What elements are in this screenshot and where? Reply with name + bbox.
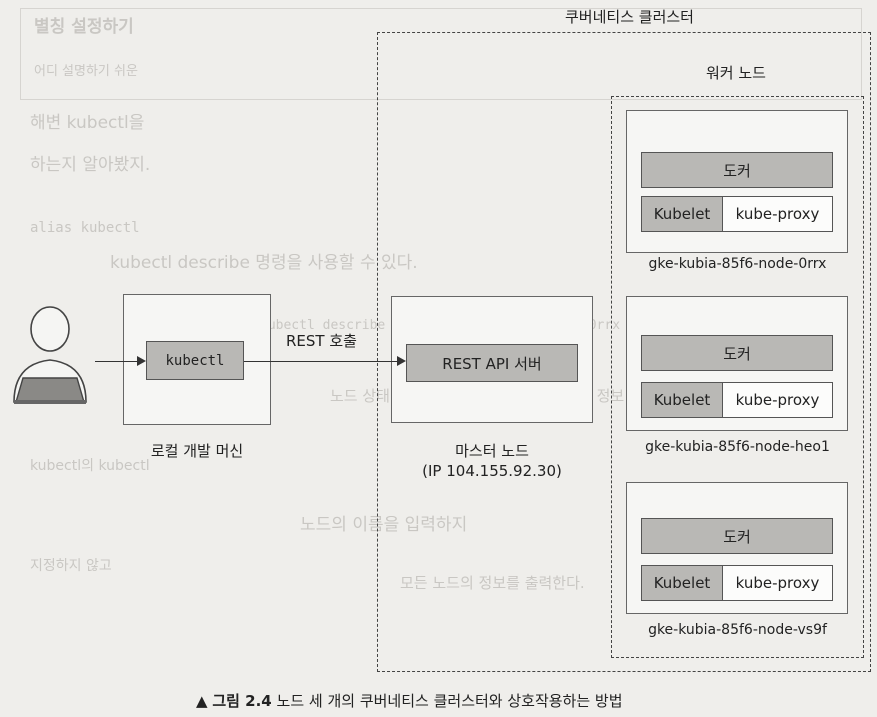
kubelet-component: Kubelet <box>641 565 723 601</box>
background-text: alias kubectl <box>30 220 140 236</box>
kubelet-component: Kubelet <box>641 196 723 232</box>
caption-text: 노드 세 개의 쿠버네티스 클러스터와 상호작용하는 방법 <box>276 692 623 710</box>
kube-proxy-component: kube-proxy <box>722 565 833 601</box>
figure-number: 그림 2.4 <box>212 692 272 710</box>
cluster-title: 쿠버네티스 클러스터 <box>565 8 694 26</box>
docker-component: 도커 <box>641 518 833 554</box>
triangle-up-icon: ▲ <box>196 692 208 710</box>
rest-api-server: REST API 서버 <box>406 344 578 382</box>
worker-group-title: 워커 노드 <box>706 64 766 82</box>
worker-nodes-group <box>611 96 864 658</box>
arrow-right-icon <box>397 356 406 366</box>
local-machine-label: 로컬 개발 머신 <box>150 442 244 460</box>
background-text: 어디 설명하기 쉬운 <box>34 64 138 79</box>
background-text: 노드의 이름을 입력하지 <box>300 515 468 535</box>
kubernetes-cluster <box>377 32 871 672</box>
worker-node-name: gke-kubia-85f6-node-heo1 <box>645 439 830 455</box>
docker-component: 도커 <box>641 152 833 188</box>
background-text: 지정하지 않고 <box>30 558 112 574</box>
arrow-right-icon <box>137 356 146 366</box>
background-text: 별칭 설정하기 <box>34 17 134 37</box>
master-node-ip: (IP 104.155.92.30) <box>422 462 562 480</box>
background-text: 하는지 알아봤지. <box>30 155 151 175</box>
kube-proxy-component: kube-proxy <box>722 382 833 418</box>
worker-node-name: gke-kubia-85f6-node-0rrx <box>648 256 827 272</box>
master-node-label: 마스터 노드 <box>455 442 529 460</box>
arrow-user-to-kubectl <box>95 361 137 362</box>
kubelet-component: Kubelet <box>641 382 723 418</box>
background-text: 해변 kubectl을 <box>30 113 145 133</box>
background-text: kubectl의 kubectl <box>30 458 150 474</box>
arrow-rest-call <box>244 361 397 362</box>
background-text: 모든 노드의 정보를 출력한다. <box>400 574 585 592</box>
kube-proxy-component: kube-proxy <box>722 196 833 232</box>
worker-node-name: gke-kubia-85f6-node-vs9f <box>648 622 827 638</box>
figure-caption: ▲ 그림 2.4 노드 세 개의 쿠버네티스 클러스터와 상호작용하는 방법 <box>196 690 623 711</box>
arrow-label: REST 호출 <box>286 332 357 350</box>
background-text: kubectl describe 명령을 사용할 수 있다. <box>110 253 418 273</box>
person-with-laptop-icon <box>13 306 87 404</box>
docker-component: 도커 <box>641 335 833 371</box>
kubectl-component: kubectl <box>146 341 244 380</box>
background-box <box>20 8 862 100</box>
